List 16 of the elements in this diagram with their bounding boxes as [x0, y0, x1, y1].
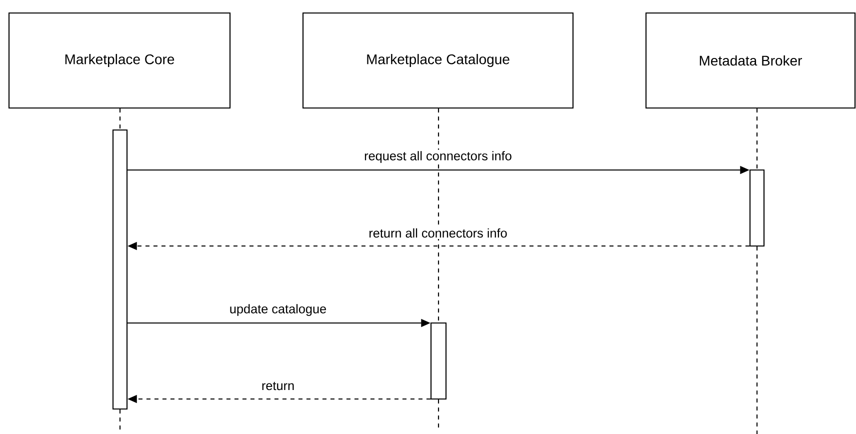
- lifeline: [119, 410, 121, 430]
- lifeline: [756, 246, 758, 434]
- lifeline: [119, 108, 121, 130]
- lifeline: [438, 108, 440, 322]
- participant-box: Metadata Broker: [645, 12, 856, 109]
- edge-label: request all connectors info: [362, 150, 514, 164]
- activation-bar: [430, 322, 447, 400]
- lifeline: [756, 108, 758, 170]
- edge-label: update catalogue: [228, 302, 328, 318]
- edge-label: return: [260, 380, 296, 392]
- participant-box: Marketplace Core: [8, 12, 231, 109]
- activation-bar: [749, 169, 765, 247]
- participant-box: Marketplace Catalogue: [302, 12, 574, 109]
- edge-label: return all connectors info: [367, 227, 509, 239]
- lifeline: [438, 400, 440, 430]
- activation-bar: [112, 129, 128, 410]
